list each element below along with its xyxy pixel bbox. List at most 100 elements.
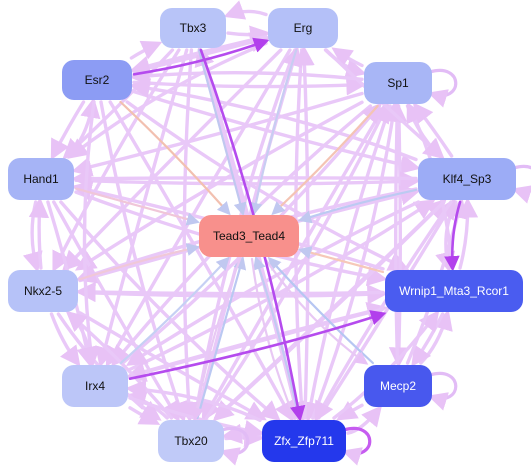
self-loop-zfx: [341, 426, 372, 466]
self-loop-sp1: [427, 68, 458, 108]
node-label-tead: Tead3_Tead4: [213, 229, 285, 243]
node-box-nkx: [8, 270, 78, 312]
edge-mecp2-tead: [267, 256, 374, 365]
node-box-sp1: [364, 62, 432, 104]
edge-nkx-irx4: [49, 312, 81, 367]
node-esr2: Esr2: [62, 60, 132, 100]
edge-esr2-tbx3: [129, 40, 163, 60]
node-box-klf4: [418, 158, 516, 200]
edge-zfx-mecp2: [346, 405, 383, 435]
node-label-zfx: Zfx_Zfp711: [274, 434, 334, 448]
edge-strong-esr2-erg: [132, 37, 270, 76]
edge-wrnip-klf4: [457, 197, 479, 270]
node-box-esr2: [62, 60, 132, 100]
edge-hand1-klf4: [74, 171, 421, 192]
edge-erg-hand1: [67, 41, 268, 159]
edge-esr2-sp1: [132, 75, 367, 96]
edge-strong-klf4-wrnip: [444, 200, 462, 272]
node-box-zfx: [262, 420, 346, 462]
edge-hand1-tead: [74, 187, 200, 226]
edge-nkx-hand1: [28, 197, 50, 270]
edge-mecp2-sp1: [386, 101, 408, 365]
self-loop-tbx20: [219, 426, 250, 466]
edge-wrnip-nkx: [75, 281, 385, 303]
edge-klf4-hand1: [71, 168, 418, 189]
self-loop-mecp2: [427, 371, 458, 411]
edge-klf4-tead: [298, 188, 418, 224]
edge-sp1-erg: [331, 47, 364, 68]
node-klf4: Klf4_Sp3: [418, 158, 516, 200]
edge-tead-mecp2: [264, 257, 369, 365]
edge-sp1-esr2: [129, 65, 364, 86]
node-erg: Erg: [268, 8, 338, 48]
edge-esr2-hand1: [50, 100, 86, 161]
edge-strong-irx4-wrnip: [128, 310, 387, 380]
edge-erg-tead: [249, 48, 298, 217]
edge-klf4-zfx: [314, 200, 453, 423]
edge-tead-zfx: [250, 257, 297, 421]
edge-klf4-tbx20: [212, 200, 446, 422]
edge-nkx-zfx: [78, 311, 267, 421]
node-box-tead: [199, 215, 299, 257]
edge-mecp2-zfx: [336, 401, 364, 421]
node-label-tbx3: Tbx3: [180, 21, 207, 35]
node-irx4: Irx4: [62, 365, 128, 407]
edge-erg-irx4: [105, 48, 292, 368]
node-label-irx4: Irx4: [85, 379, 105, 393]
edge-tead-tbx20: [190, 257, 242, 422]
node-box-tbx3: [160, 8, 226, 48]
edge-nkx-tead: [78, 243, 201, 281]
node-label-klf4: Klf4_Sp3: [443, 172, 492, 186]
edge-zfx-tbx20: [221, 423, 262, 444]
node-box-mecp2: [364, 365, 432, 407]
node-tbx20: Tbx20: [158, 420, 224, 462]
edge-zfx-tead: [253, 256, 301, 420]
node-sp1: Sp1: [364, 62, 432, 104]
edge-sp1-tead: [271, 104, 379, 216]
edge-zfx-erg: [294, 45, 315, 420]
edge-tbx20-tead: [196, 256, 247, 420]
node-label-erg: Erg: [294, 21, 313, 35]
edge-esr2-tead: [119, 100, 231, 216]
edge-hand1-nkx: [22, 200, 43, 273]
node-nkx: Nkx2-5: [8, 270, 78, 312]
node-box-irx4: [62, 365, 128, 407]
edge-tbx3-tead: [197, 48, 247, 216]
edge-wrnip-tead: [298, 246, 385, 274]
edge-tbx20-zfx: [224, 426, 265, 447]
edge-erg-tbx3: [223, 0, 268, 20]
edge-zfx-klf4: [317, 197, 456, 420]
node-label-mecp2: Mecp2: [380, 379, 416, 393]
edge-klf4-irx4: [126, 200, 421, 366]
node-mecp2: Mecp2: [364, 365, 432, 407]
edge-wrnip-irx4: [125, 307, 385, 382]
node-zfx: Zfx_Zfp711: [262, 420, 346, 462]
self-loop-klf4: [511, 164, 531, 204]
edge-irx4-klf4: [128, 199, 436, 372]
node-box-wrnip: [385, 270, 523, 312]
node-label-hand1: Hand1: [23, 172, 59, 186]
edge-sp1-hand1: [71, 91, 364, 177]
node-wrnip: Wrnip1_Mta3_Rcor1: [385, 270, 523, 312]
node-label-tbx20: Tbx20: [174, 434, 208, 448]
edge-sp1-mecp2: [388, 104, 410, 368]
node-label-esr2: Esr2: [85, 73, 110, 87]
edge-wrnip-mecp2: [411, 312, 445, 367]
node-label-sp1: Sp1: [387, 76, 409, 90]
edge-tbx3-tbx20: [178, 48, 199, 423]
node-box-erg: [268, 8, 338, 48]
edge-klf4-esr2: [129, 78, 418, 162]
edge-esr2-zfx: [108, 100, 294, 423]
edge-hand1-zfx: [59, 200, 281, 422]
edge-tbx3-erg: [226, 25, 271, 46]
node-hand1: Hand1: [8, 158, 74, 200]
node-box-hand1: [8, 158, 74, 200]
node-box-tbx20: [158, 420, 224, 462]
node-label-wrnip: Wrnip1_Mta3_Rcor1: [399, 284, 509, 298]
edge-tbx20-sp1: [204, 101, 389, 420]
node-label-nkx: Nkx2-5: [24, 284, 62, 298]
node-tbx3: Tbx3: [160, 8, 226, 48]
node-tead: Tead3_Tead4: [199, 215, 299, 257]
